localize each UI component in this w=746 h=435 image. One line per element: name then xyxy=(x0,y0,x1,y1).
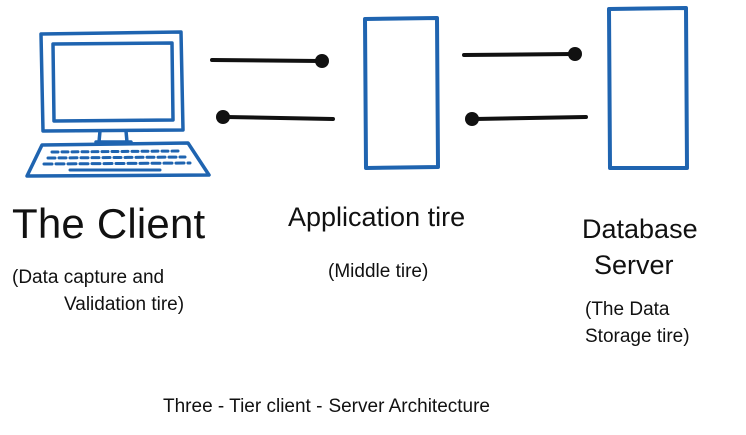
database-subtitle-line2: Storage tire) xyxy=(585,326,690,347)
database-title-line1: Database xyxy=(582,214,698,244)
database-title-line2: Server xyxy=(594,250,674,280)
client-title: The Client xyxy=(12,200,206,247)
request-arrow-app-to-db xyxy=(462,52,575,57)
request-arrow-client-to-app xyxy=(210,58,322,63)
caption-part2: Server Architecture xyxy=(328,396,491,417)
caption-part1: Three - Tier client - xyxy=(163,396,323,417)
response-arrow-db-to-app xyxy=(473,115,588,121)
app-db-connectors xyxy=(462,47,588,126)
database-subtitle-line1: (The Data xyxy=(585,299,670,320)
response-arrow-app-to-client xyxy=(224,115,335,121)
connector-dot xyxy=(568,47,582,61)
connector-dot xyxy=(216,110,230,124)
database-subtitle: (The Data Storage tire) xyxy=(585,296,690,350)
client-subtitle: (Data capture and Validation tire) xyxy=(12,264,184,318)
computer-icon xyxy=(25,30,211,178)
application-title: Application tire xyxy=(288,202,466,232)
client-subtitle-line2: Validation tire) xyxy=(64,294,185,315)
connector-dot xyxy=(315,54,329,68)
database-title: Database Server xyxy=(582,211,698,283)
keyboard-icon xyxy=(42,149,192,172)
client-subtitle-line1: (Data capture and xyxy=(12,267,165,288)
client-app-connectors xyxy=(210,54,335,124)
application-tier-box xyxy=(363,16,440,170)
database-server-box xyxy=(607,6,689,170)
connector-dot xyxy=(465,112,479,126)
application-subtitle: (Middle tire) xyxy=(328,261,429,282)
diagram-caption: Three - Tier client -Server Architecture xyxy=(163,396,490,418)
